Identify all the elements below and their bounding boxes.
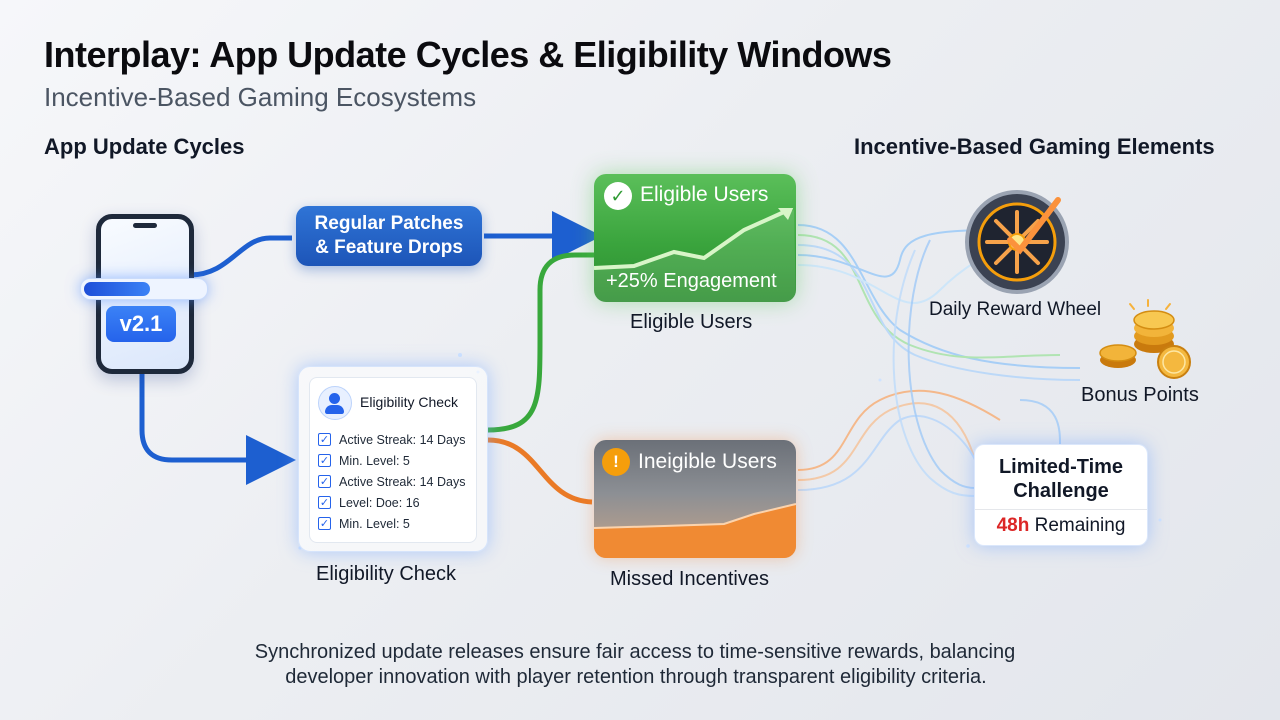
footer-caption: Synchronized update releases ensure fair… (0, 640, 1270, 690)
challenge-time-value: 48h (996, 515, 1030, 536)
coin-sparkles (1129, 299, 1171, 310)
version-badge: v2.1 (106, 306, 176, 342)
patches-pill: Regular Patches & Feature Drops (296, 206, 482, 266)
criteria-label: Active Streak: 14 Days (339, 475, 466, 489)
challenge-title: Limited-Time Challenge (975, 455, 1147, 503)
criteria-label: Active Streak: 14 Days (339, 433, 466, 447)
wheel-check-mark (1007, 197, 1061, 255)
bonus-points-caption: Bonus Points (1081, 384, 1199, 406)
phone-to-patches-connector (189, 235, 292, 278)
phone-to-eligibility-arrow (139, 368, 296, 485)
page-subtitle: Incentive-Based Gaming Ecosystems (44, 82, 477, 112)
checkbox-icon: ✓ (318, 433, 331, 446)
criteria-label: Min. Level: 5 (339, 517, 410, 531)
limited-time-challenge-card: Limited-Time Challenge 48h Remaining (974, 444, 1148, 546)
criteria-item: ✓ Min. Level: 5 (318, 453, 465, 474)
criteria-item: ✓ Level: Doe: 16 (318, 495, 465, 516)
warning-icon: ! (602, 448, 630, 476)
checkmark-icon: ✓ (604, 182, 632, 210)
patches-line-1: Regular Patches (314, 213, 464, 234)
eligibility-check-caption: Eligibility Check (316, 563, 457, 585)
checkbox-icon: ✓ (318, 496, 331, 509)
missed-incentives-caption: Missed Incentives (610, 568, 769, 590)
user-icon-head (329, 393, 340, 404)
coin-stack-back (1133, 310, 1175, 353)
coin-single-right (1157, 345, 1191, 379)
criteria-item: ✓ Active Streak: 14 Days (318, 432, 465, 453)
criteria-item: ✓ Min. Level: 5 (318, 516, 465, 537)
reward-wheel-icon (965, 190, 1069, 294)
eligible-trend-area (594, 210, 796, 302)
footer-line-1: Synchronized update releases ensure fair… (254, 641, 1016, 663)
criteria-item: ✓ Active Streak: 14 Days (318, 474, 465, 495)
trend-arrow-head (778, 208, 794, 220)
challenge-streams (892, 239, 1061, 497)
checkbox-icon: ✓ (318, 454, 331, 467)
eligible-trend-chart (594, 208, 796, 302)
eligibility-check-card: Eligibility Check ✓ Active Streak: 14 Day… (298, 366, 488, 552)
section-heading-update-cycles: App Update Cycles (44, 134, 245, 159)
update-progress-fill (84, 282, 150, 296)
user-icon-body (325, 405, 344, 414)
phone-notch (133, 223, 157, 228)
eligibility-check-panel: Eligibility Check ✓ Active Streak: 14 Day… (309, 377, 477, 543)
challenge-divider (975, 509, 1147, 510)
ineligible-users-title: Ineigible Users (638, 450, 777, 473)
challenge-time-suffix: Remaining (1029, 515, 1126, 536)
ineligible-reward-streams (797, 389, 1001, 501)
eligible-trend-line (594, 210, 785, 270)
eligible-users-card: ✓ Eligible Users +25% Engagement (594, 174, 796, 302)
criteria-list: ✓ Active Streak: 14 Days ✓ Min. Level: 5 ✓… (318, 432, 465, 537)
checkbox-icon: ✓ (318, 475, 331, 488)
criteria-label: Level: Doe: 16 (339, 496, 420, 510)
eligible-users-title: Eligible Users (640, 183, 769, 206)
eligibility-to-ineligible-connector (487, 437, 593, 505)
coin-stack-icon (1099, 299, 1191, 379)
page-title: Interplay: App Update Cycles & Eligibili… (44, 34, 892, 75)
challenge-time-remaining: 48h Remaining (975, 515, 1147, 537)
user-icon (318, 386, 352, 420)
section-heading-gaming-elements: Incentive-Based Gaming Elements (854, 134, 1215, 159)
challenge-title-line-1: Limited-Time (998, 456, 1124, 478)
ineligible-users-card: ! Ineigible Users (594, 440, 796, 558)
patches-line-2: & Feature Drops (315, 237, 463, 258)
eligible-users-caption: Eligible Users (630, 311, 753, 333)
engagement-metric: +25% Engagement (606, 270, 777, 292)
challenge-title-line-2: Challenge (1013, 480, 1109, 502)
reward-wheel-caption: Daily Reward Wheel (929, 299, 1102, 320)
ineligible-trend-chart (594, 503, 796, 558)
update-progress-bar (80, 278, 208, 300)
footer-line-2: developer innovation with player retenti… (285, 666, 987, 688)
criteria-label: Min. Level: 5 (339, 454, 410, 468)
eligibility-check-heading: Eligibility Check (360, 394, 459, 410)
coin-stack-left (1099, 344, 1137, 368)
eligibility-to-eligible-connector (487, 252, 594, 433)
checkbox-icon: ✓ (318, 517, 331, 530)
ineligible-trend-line (594, 503, 796, 529)
